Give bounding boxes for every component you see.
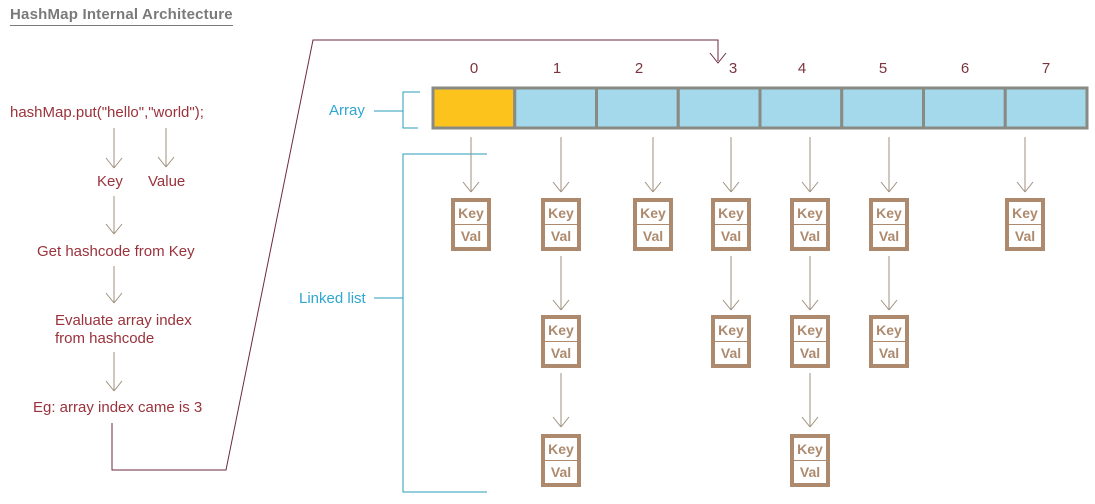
array-index-label: 0 <box>470 60 478 77</box>
down-arrow <box>801 137 819 193</box>
arrow-hashcode-to-evaluate <box>105 266 123 304</box>
array-index-label: 1 <box>553 60 561 77</box>
down-arrow <box>801 256 819 311</box>
down-arrow <box>722 137 740 193</box>
array-cell <box>922 86 1007 130</box>
down-arrow <box>880 256 898 311</box>
down-arrow <box>644 137 662 193</box>
down-arrow <box>552 373 570 428</box>
linked-list-arrows <box>462 137 1034 428</box>
array-index-label: 3 <box>729 60 737 77</box>
down-arrow <box>880 137 898 193</box>
down-arrow <box>1016 137 1034 193</box>
index-pointer-arrowhead <box>709 52 727 64</box>
array-cell <box>676 86 762 130</box>
left-flow-arrows <box>105 128 175 392</box>
array-bracket <box>402 91 420 129</box>
array-cell <box>758 86 844 130</box>
array-index-label: 6 <box>961 60 969 77</box>
array-cell <box>513 86 598 130</box>
array-index-labels: 0 1 2 3 4 5 6 7 <box>470 60 1050 77</box>
arrow-key-to-hashcode <box>105 196 123 235</box>
down-arrow <box>462 137 480 193</box>
array-index-label: 4 <box>798 60 806 77</box>
down-arrow <box>552 137 570 193</box>
array-cell <box>595 86 680 130</box>
array-index-label: 2 <box>635 60 643 77</box>
array-cell <box>840 86 925 130</box>
array-cell <box>1003 86 1089 130</box>
array-index-label: 5 <box>879 60 887 77</box>
linked-list-bracket <box>402 153 487 493</box>
arrow-evaluate-to-example <box>105 352 123 392</box>
down-arrow <box>801 373 819 428</box>
arrow-code-to-value <box>157 128 175 168</box>
arrow-code-to-key <box>105 128 123 169</box>
array-index-label: 7 <box>1042 60 1050 77</box>
array-cell <box>431 86 517 130</box>
index-pointer-line <box>111 39 719 471</box>
down-arrow <box>552 256 570 311</box>
array-row <box>431 86 1089 130</box>
down-arrow <box>722 256 740 311</box>
